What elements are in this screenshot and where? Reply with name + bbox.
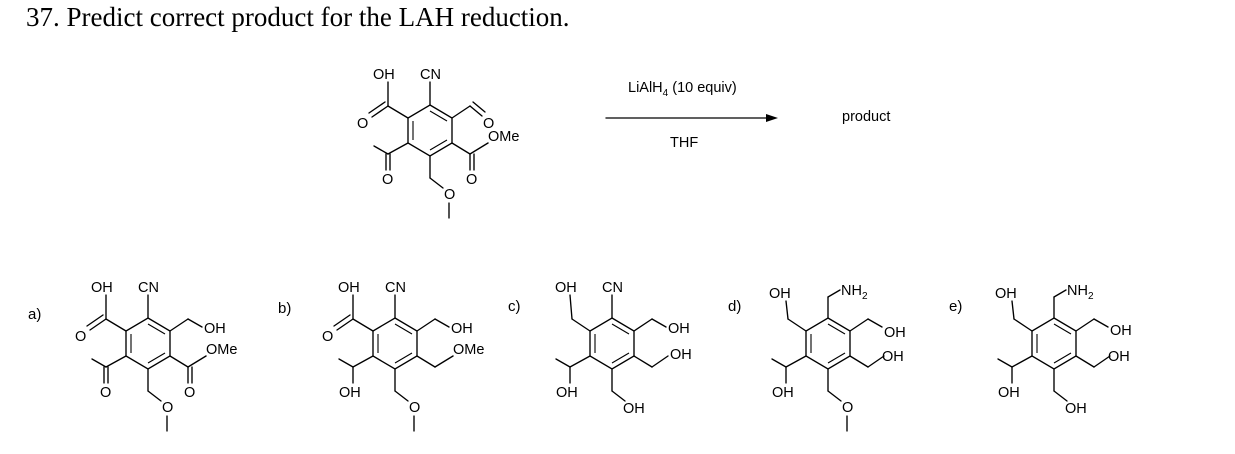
option-b[interactable]: b) CN OH O OH OMe O OH (278, 280, 484, 432)
option-e-label: e) (949, 298, 962, 315)
opt-e-oh: OH (995, 286, 1017, 302)
sm-cn-label: CN (420, 67, 441, 83)
option-b-label: b) (278, 300, 291, 317)
opt-b-o1: O (322, 329, 333, 345)
opt-a-o1: O (75, 329, 86, 345)
opt-a-o4: O (100, 385, 111, 401)
opt-a-ome: OMe (206, 342, 237, 358)
product-label: product (842, 109, 890, 125)
opt-e-ohsec: OH (998, 385, 1020, 401)
starting-material: CN OH O O OMe O O O (357, 67, 519, 219)
opt-e-ch2oh: OH (1110, 323, 1132, 339)
sm-o2-label: O (483, 116, 494, 132)
option-d[interactable]: d) NH2 OH OH OH O OH (728, 283, 906, 432)
option-c-label: c) (508, 298, 521, 315)
opt-e-nh2: NH2 (1067, 283, 1094, 302)
opt-c-ch2oh: OH (668, 321, 690, 337)
option-c[interactable]: c) CN OH OH OH OH OH (508, 280, 692, 417)
sm-o4-label: O (444, 187, 455, 203)
opt-b-ohsec: OH (339, 385, 361, 401)
opt-a-ch2oh: OH (204, 321, 226, 337)
option-a-label: a) (28, 306, 41, 323)
opt-c-ch2oh2: OH (670, 347, 692, 363)
solvent-label: THF (670, 135, 698, 151)
sm-ome-label: OMe (488, 129, 519, 145)
opt-a-o3: O (162, 400, 173, 416)
opt-b-oh: OH (338, 280, 360, 296)
opt-d-ch2oh2: OH (882, 349, 904, 365)
option-d-label: d) (728, 298, 741, 315)
opt-c-oh: OH (555, 280, 577, 296)
opt-c-cn: CN (602, 280, 623, 296)
sm-oh-label: OH (373, 67, 395, 83)
opt-a-o2: O (184, 385, 195, 401)
opt-c-ohbot: OH (623, 401, 645, 417)
opt-e-ch2oh2: OH (1108, 349, 1130, 365)
opt-e-ohbot: OH (1065, 401, 1087, 417)
sm-o1-label: O (357, 116, 368, 132)
opt-b-ch2oh: OH (451, 321, 473, 337)
opt-b-cn: CN (385, 280, 406, 296)
reaction-arrow: LiAlH4 (10 equiv) THF (605, 80, 778, 151)
opt-d-oh: OH (769, 286, 791, 302)
reagent-label: LiAlH4 (10 equiv) (628, 80, 737, 99)
opt-a-cn: CN (138, 280, 159, 296)
question-title: 37. Predict correct product for the LAH … (26, 2, 570, 32)
opt-b-o4: O (409, 400, 420, 416)
opt-d-ch2oh: OH (884, 325, 906, 341)
option-e[interactable]: e) NH2 OH OH OH OH OH (949, 283, 1132, 417)
opt-d-nh2: NH2 (841, 283, 868, 302)
sm-o3-label: O (466, 172, 477, 188)
sm-o5-label: O (382, 172, 393, 188)
option-a[interactable]: a) CN OH O OH OMe O O O (28, 280, 237, 432)
opt-a-oh: OH (91, 280, 113, 296)
opt-b-ome: OMe (453, 342, 484, 358)
opt-d-ohsec: OH (772, 385, 794, 401)
opt-c-ohsec: OH (556, 385, 578, 401)
opt-d-o4: O (842, 400, 853, 416)
